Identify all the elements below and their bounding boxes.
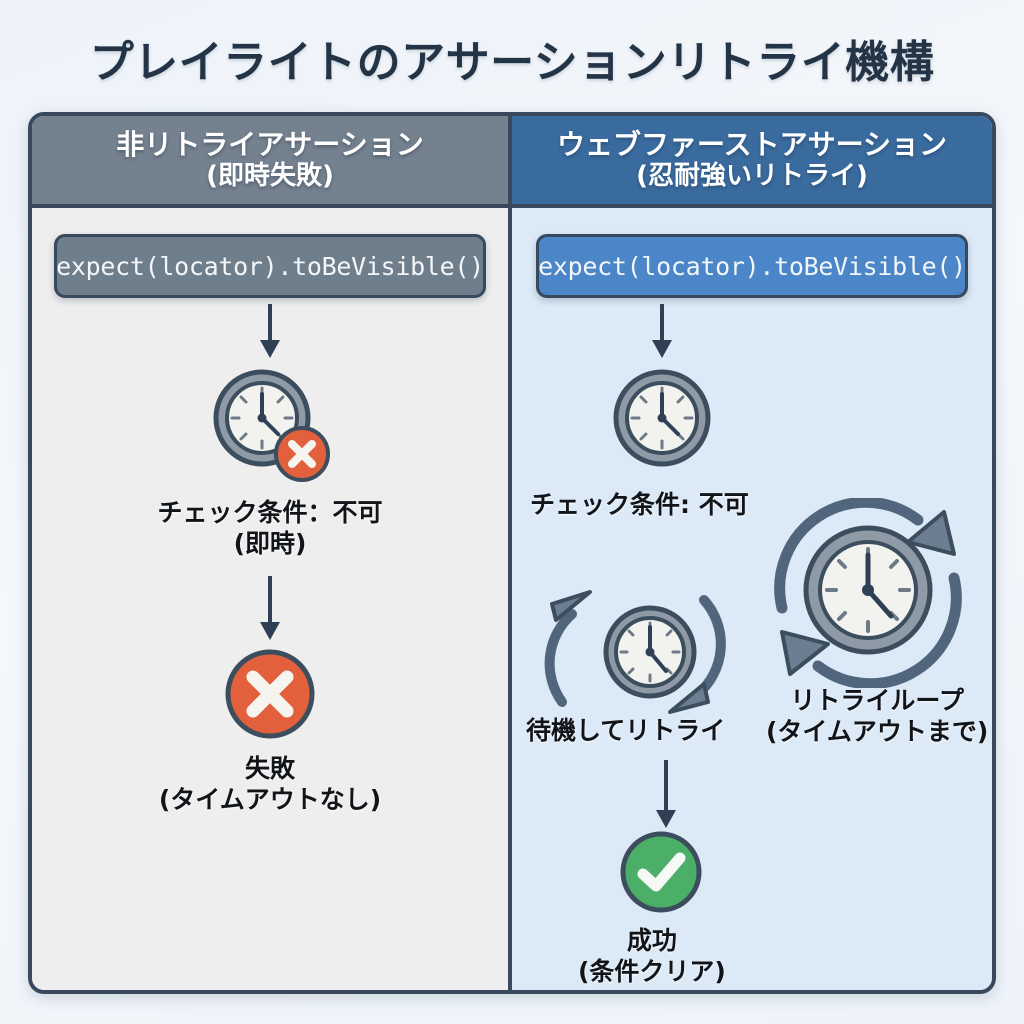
arrow-code-to-check-left (255, 304, 285, 364)
success-result-icon (619, 830, 703, 918)
retry-loop-label: リトライループ (タイムアウトまで) (766, 686, 989, 746)
column-body-non-retrying: expect(locator).toBeVisible() (32, 208, 508, 986)
arrow-code-to-check-right (647, 304, 677, 364)
check-label-web-first: チェック条件: 不可 (530, 490, 749, 519)
arrow-retry-to-success (651, 760, 681, 834)
column-header-title: 非リトライアサーション (116, 128, 424, 162)
column-header-title: ウェブファーストアサーション (556, 128, 948, 162)
column-body-web-first: expect(locator).toBeVisible() (512, 208, 992, 986)
comparison-diagram: 非リトライアサーション (即時失敗) expect(locator).toBeV… (28, 112, 996, 994)
error-badge-icon (274, 426, 330, 482)
fail-result-icon (224, 648, 316, 744)
column-header-non-retrying: 非リトライアサーション (即時失敗) (32, 116, 508, 208)
column-header-web-first: ウェブファーストアサーション (忍耐強いリトライ) (512, 116, 992, 208)
code-snippet-non-retrying: expect(locator).toBeVisible() (54, 234, 486, 298)
columns-container: 非リトライアサーション (即時失敗) expect(locator).toBeV… (32, 116, 992, 990)
code-snippet-web-first: expect(locator).toBeVisible() (536, 234, 968, 298)
success-result-label: 成功 (条件クリア) (578, 926, 726, 986)
arrow-check-to-fail-left (255, 576, 285, 646)
retry-loop-clock-icon (768, 496, 968, 692)
fail-result-label: 失敗 (タイムアウトなし) (158, 754, 382, 814)
check-label-non-retrying: チェック条件：不可 (即時) (157, 498, 383, 558)
column-web-first: ウェブファーストアサーション (忍耐強いリトライ) expect(locator… (512, 116, 992, 990)
column-header-subtitle: (即時失敗) (206, 161, 334, 192)
page-title: プレイライトのアサーションリトライ機構 (89, 37, 935, 88)
clock-check-icon (612, 368, 712, 472)
column-non-retrying: 非リトライアサーション (即時失敗) expect(locator).toBeV… (32, 116, 512, 990)
column-header-subtitle: (忍耐強いリトライ) (636, 161, 868, 192)
clock-fail-icon (206, 366, 334, 492)
retry-wait-label: 待機してリトライ (526, 716, 726, 745)
retry-wait-clock-icon (538, 572, 752, 736)
